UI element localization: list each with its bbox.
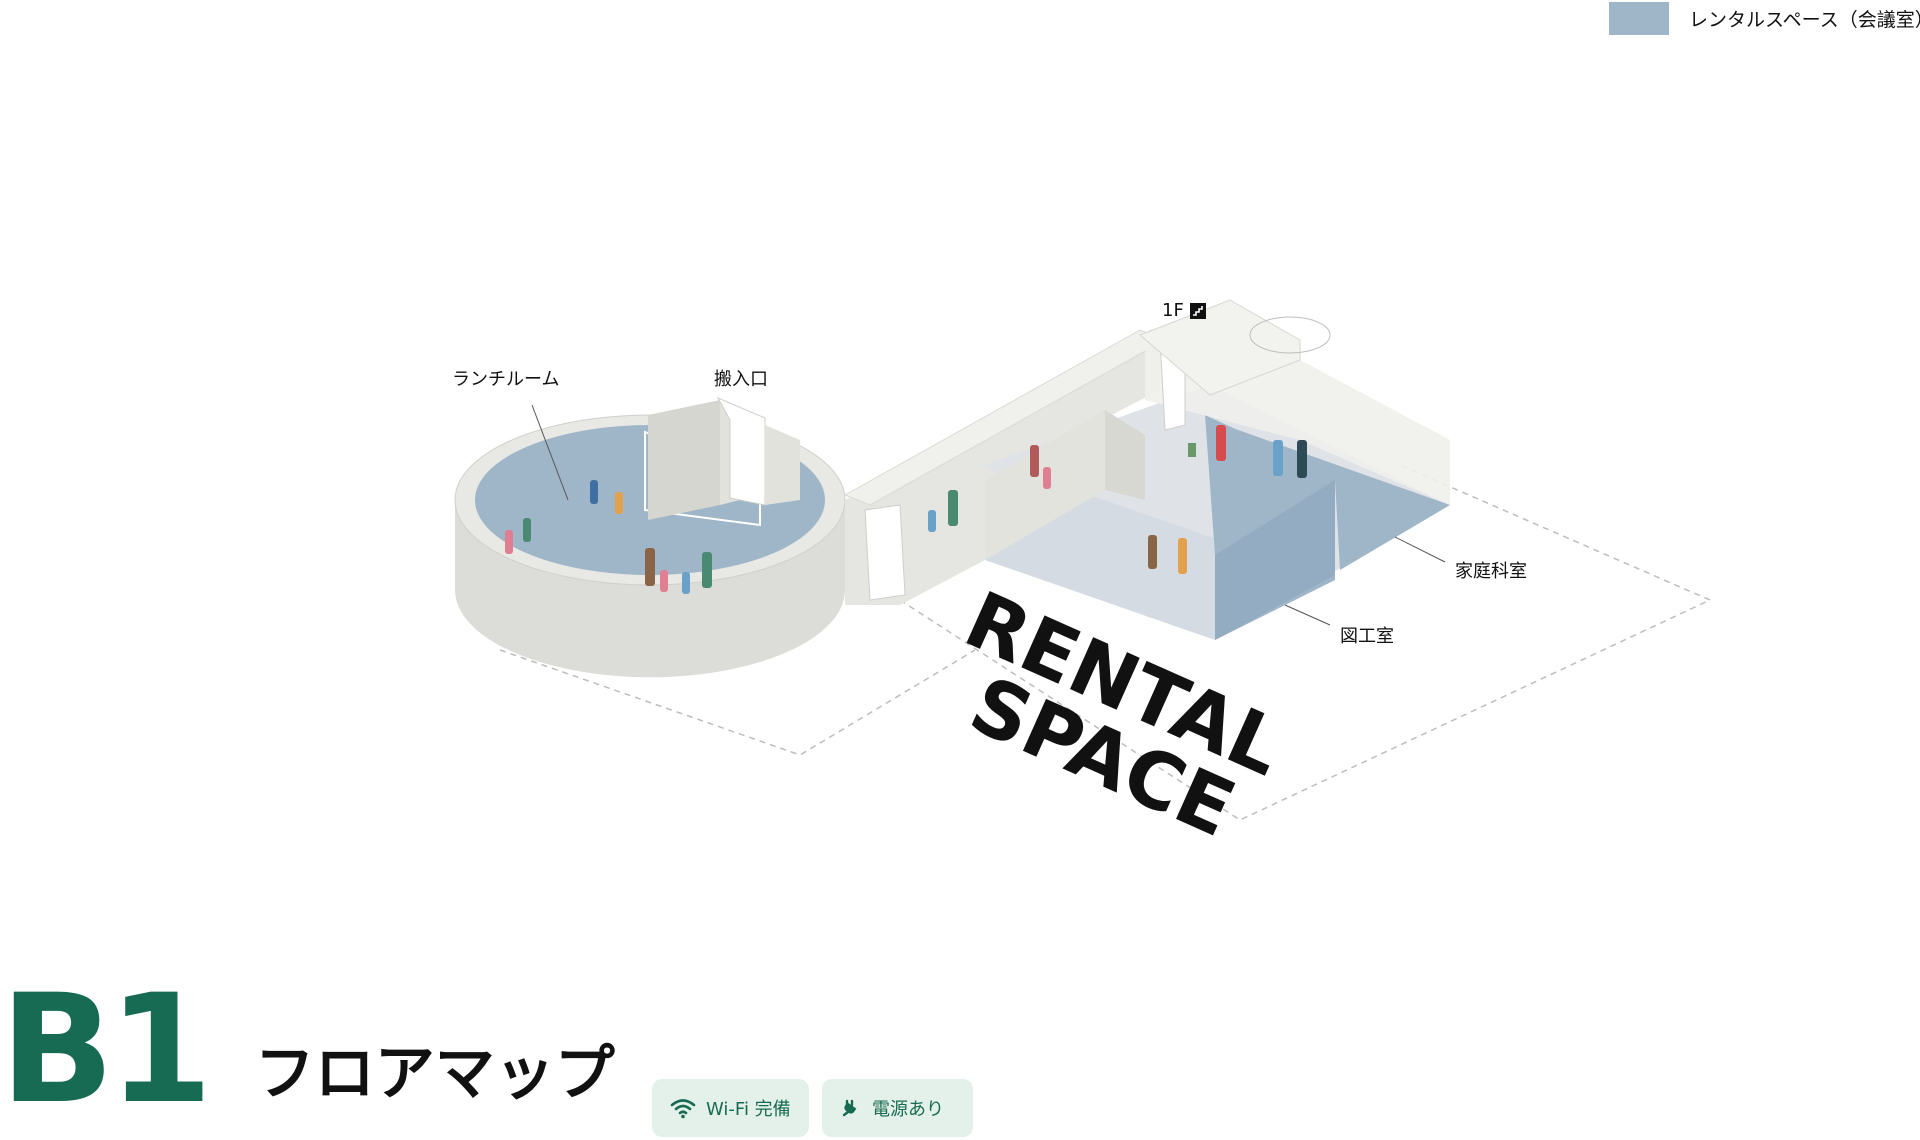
floor-map-heading: フロアマップ (254, 1039, 615, 1109)
dashed-site-outline (499, 464, 1712, 821)
label-lunch-room: ランチルーム (452, 369, 560, 390)
rental-rooms-block (985, 299, 1450, 640)
label-stairs-1f-text: 1F (1162, 300, 1184, 321)
label-stairs-1f: 1F (1162, 300, 1206, 321)
floor-title: B1 フロアマップ (0, 963, 615, 1137)
power-badge: 電源あり (822, 1079, 973, 1137)
power-badge-label: 電源あり (872, 1099, 944, 1120)
legend-label: レンタルスペース（会議室） (1689, 9, 1920, 31)
floor-code: B1 (0, 963, 213, 1137)
people-figures (505, 425, 1307, 594)
label-art-room: 図工室 (1340, 626, 1394, 647)
plug-icon (842, 1099, 857, 1117)
label-loading-entrance: 搬入口 (714, 369, 768, 390)
lunch-room-block (454, 396, 846, 678)
wifi-icon (670, 1099, 696, 1119)
legend-swatch (1609, 2, 1669, 35)
label-home-economics: 家庭科室 (1455, 561, 1527, 582)
wifi-badge-label: Wi-Fi 完備 (706, 1099, 791, 1120)
stairs-icon (1189, 302, 1206, 319)
wifi-badge: Wi-Fi 完備 (652, 1079, 809, 1137)
legend: レンタルスペース（会議室） (1609, 2, 1920, 35)
leader-lines (531, 404, 1446, 626)
